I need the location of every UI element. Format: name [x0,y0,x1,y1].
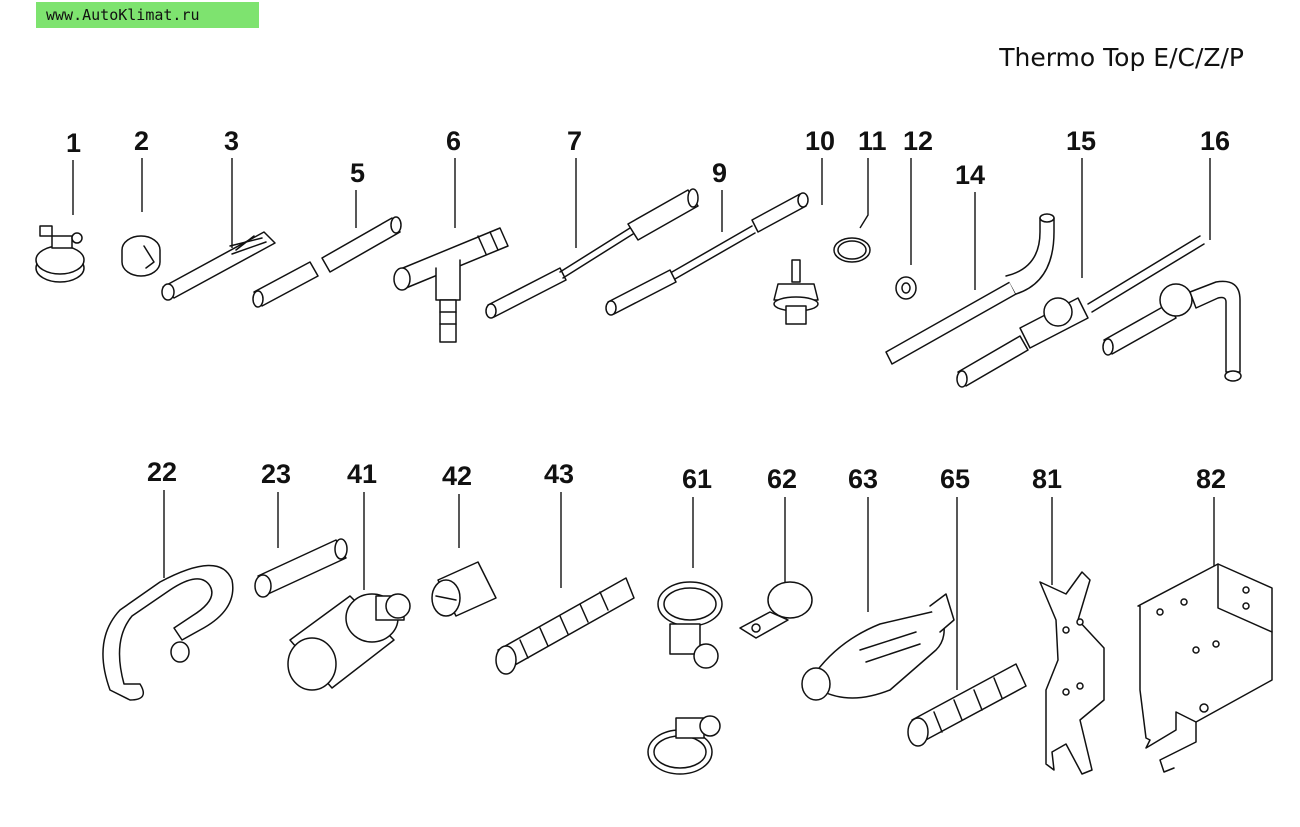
page-title: Thermo Top E/C/Z/P [999,43,1244,72]
part-2-clip [121,235,161,277]
part-9-fuel-line [605,192,809,316]
part-14-bent-pipe [885,213,1055,365]
part-number-9: 9 [712,158,727,188]
part-number-22: 22 [147,457,177,487]
part-5-tube [252,216,402,308]
part-81-mounting-bracket [1039,571,1105,775]
part-41-filter-housing [287,593,411,691]
part-number-63: 63 [848,464,878,494]
part-16-threaded-elbow-pipe [1102,280,1242,382]
part-65-corrugated-hose [907,663,1027,747]
part-61-hose-clamps [647,581,723,775]
part-number-1: 1 [66,128,81,158]
part-62-p-clip [739,581,813,639]
part-11-o-ring [833,237,871,263]
part-3-filter-sleeve [161,231,276,301]
part-12-grommet [895,276,917,300]
part-number-7: 7 [567,126,582,156]
part-number-82: 82 [1196,464,1226,494]
part-number-23: 23 [261,459,291,489]
part-number-11: 11 [858,126,887,156]
part-1-hose-clamp [35,225,85,283]
part-number-65: 65 [940,464,970,494]
part-15-threaded-pipe [956,235,1205,388]
leader-lines-bottom [163,490,1215,690]
watermark-text: www.AutoKlimat.ru [46,6,200,24]
part-number-10: 10 [805,126,835,156]
part-number-6: 6 [446,126,461,156]
part-42-sleeve [431,561,497,617]
part-43-corrugated-hose [495,577,635,675]
part-number-12: 12 [903,126,933,156]
part-6-t-connector [393,227,509,343]
part-number-15: 15 [1066,126,1096,156]
part-number-2: 2 [134,126,149,156]
part-number-42: 42 [442,461,472,491]
part-number-3: 3 [224,126,239,156]
part-number-14: 14 [955,160,985,190]
part-82-mounting-bracket [1137,563,1273,773]
leader-lines-top [72,158,1211,290]
part-number-5: 5 [350,158,365,188]
part-22-bent-hose [102,564,234,701]
part-23-connector-tube [254,538,348,598]
part-number-62: 62 [767,464,797,494]
part-number-16: 16 [1200,126,1230,156]
part-10-nozzle [773,259,819,325]
part-number-61: 61 [682,464,712,494]
watermark-badge: www.AutoKlimat.ru [36,2,259,28]
part-63-silencer [801,593,955,701]
part-number-43: 43 [544,459,574,489]
part-number-81: 81 [1032,464,1062,494]
part-7-fuel-line [485,188,699,319]
part-number-41: 41 [347,459,377,489]
